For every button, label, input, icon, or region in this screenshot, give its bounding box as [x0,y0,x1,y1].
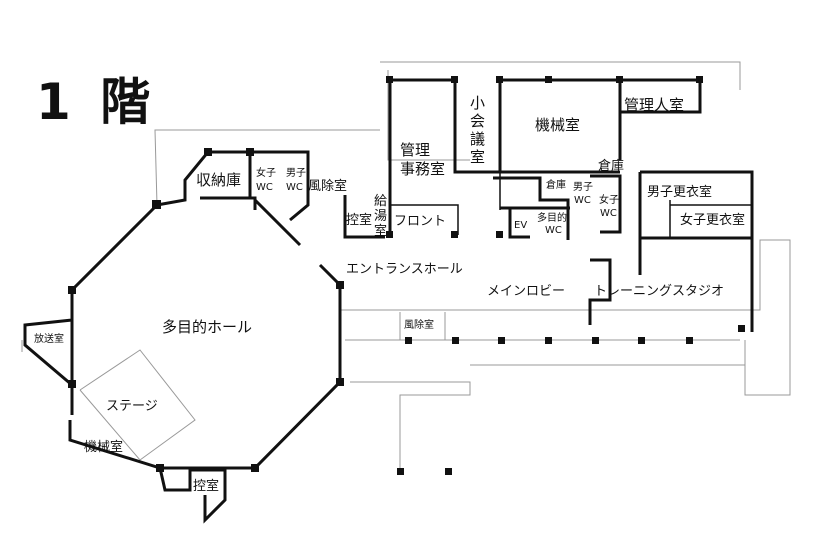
label-mens-wc-2: WC [574,195,591,206]
label-main-lobby: メインロビー [487,284,565,299]
label-multipurpose-wc-2: WC [545,225,562,236]
label-machine-room-west: 機械室 [84,439,123,455]
room-labels: 多目的ホール ステージ 放送室 機械室 控室 収納庫 女子 WC 男子 WC 風… [34,94,745,494]
label-multipurpose-wc: 多目的 [537,211,567,224]
label-waiting-room-south: 控室 [193,478,219,494]
hall-walls [23,150,342,524]
label-ev: EV [514,220,527,231]
label-admin-office-2: 事務室 [400,160,445,178]
label-womens-wc-west: 女子 [256,166,276,179]
floor-title: 1 階 [36,73,157,131]
label-stage: ステージ [106,399,158,414]
label-kitchenette-3: 室 [374,223,387,239]
label-womens-wc-west-2: WC [256,182,273,193]
label-small-meeting-room-4: 室 [470,148,485,166]
label-mens-locker: 男子更衣室 [647,184,712,200]
label-small-meeting-room-2: 会 [470,112,485,130]
label-kitchenette-2: 湯 [374,209,387,224]
label-manager-room: 管理人室 [624,96,684,114]
label-entrance-hall: エントランスホール [346,262,463,277]
label-mens-wc-west-2: WC [286,182,303,193]
label-windbreak-north: 風除室 [308,178,347,194]
label-womens-wc-2: WC [600,208,617,219]
label-machine-room: 機械室 [535,116,580,134]
label-front-desk: フロント [394,214,446,229]
columns [68,76,745,475]
label-storage: 収納庫 [196,171,241,189]
label-admin-office: 管理 [400,141,430,159]
label-windbreak-south: 風除室 [404,318,434,331]
label-kitchenette: 給 [374,194,387,209]
label-multipurpose-hall: 多目的ホール [162,318,252,336]
label-storeroom-1: 倉庫 [598,159,624,174]
label-waiting-room: 控室 [346,212,372,228]
label-womens-wc: 女子 [599,193,619,206]
label-storeroom-2: 倉庫 [546,178,566,191]
label-broadcast-room: 放送室 [34,332,64,345]
label-womens-locker: 女子更衣室 [680,212,745,228]
label-small-meeting-room: 小 [470,94,485,112]
label-training-studio: トレーニングスタジオ [594,284,724,299]
east-walls [343,78,754,332]
label-small-meeting-room-3: 議 [470,130,485,148]
label-mens-wc: 男子 [573,181,593,193]
thin-outlines [21,61,791,470]
label-mens-wc-west: 男子 [286,167,306,179]
